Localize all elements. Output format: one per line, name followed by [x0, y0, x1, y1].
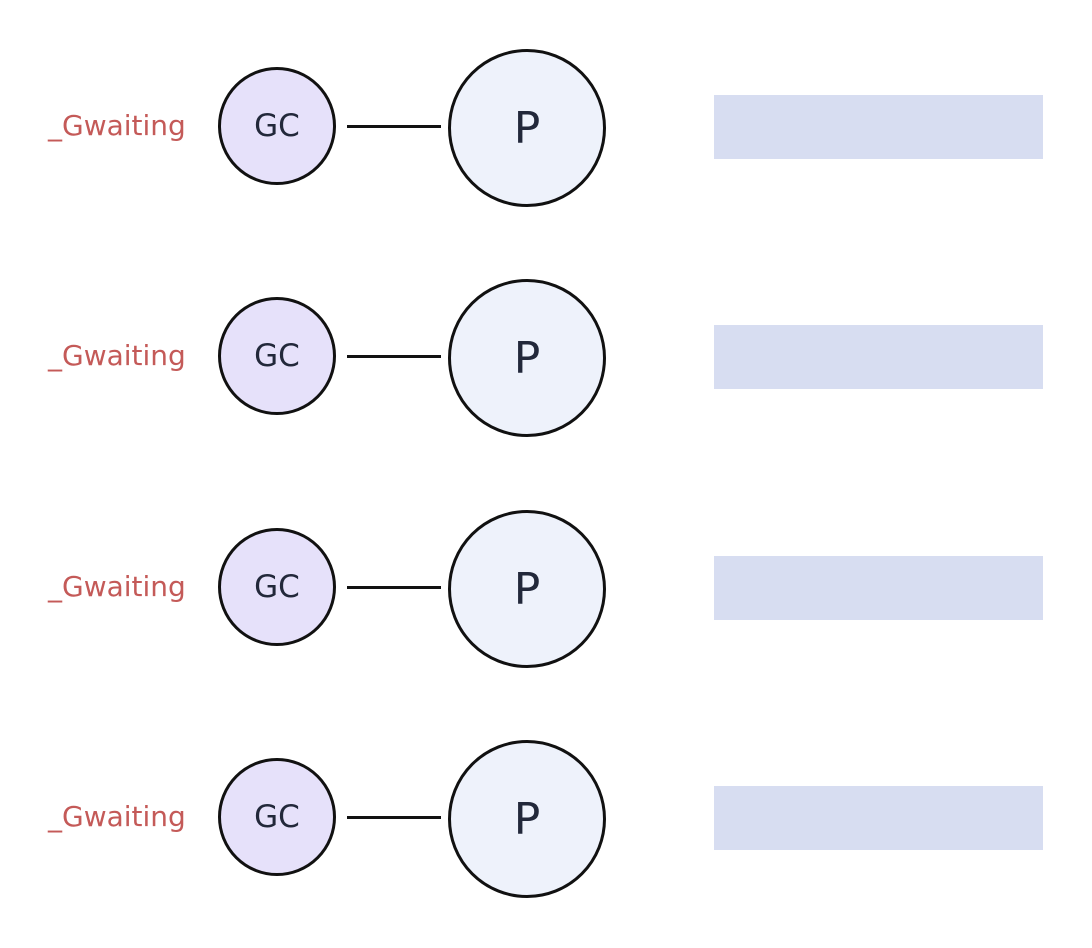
gc-p-connector [347, 125, 441, 128]
gc-node-label: GC [254, 799, 300, 835]
gc-worker-node: GC [218, 297, 336, 415]
gc-worker-node: GC [218, 528, 336, 646]
goroutine-state-label: _Gwaiting [48, 800, 186, 833]
run-queue-slot [714, 556, 1043, 620]
processor-node: P [448, 49, 606, 207]
processor-row: _Gwaiting GC P [0, 279, 1092, 449]
processor-row: _Gwaiting GC P [0, 740, 1092, 910]
gc-node-label: GC [254, 569, 300, 605]
run-queue-slot [714, 325, 1043, 389]
processor-label: P [513, 793, 541, 845]
gc-worker-node: GC [218, 758, 336, 876]
processor-label: P [513, 563, 541, 615]
goroutine-state-label: _Gwaiting [48, 339, 186, 372]
gc-node-label: GC [254, 108, 300, 144]
gc-p-connector [347, 355, 441, 358]
processor-label: P [513, 102, 541, 154]
run-queue-slot [714, 95, 1043, 159]
processor-node: P [448, 279, 606, 437]
goroutine-state-label: _Gwaiting [48, 570, 186, 603]
processor-row: _Gwaiting GC P [0, 49, 1092, 219]
gc-p-connector [347, 816, 441, 819]
gc-node-label: GC [254, 338, 300, 374]
processor-row: _Gwaiting GC P [0, 510, 1092, 680]
processor-label: P [513, 332, 541, 384]
run-queue-slot [714, 786, 1043, 850]
gc-p-connector [347, 586, 441, 589]
goroutine-state-label: _Gwaiting [48, 109, 186, 142]
gc-worker-node: GC [218, 67, 336, 185]
processor-node: P [448, 740, 606, 898]
processor-node: P [448, 510, 606, 668]
